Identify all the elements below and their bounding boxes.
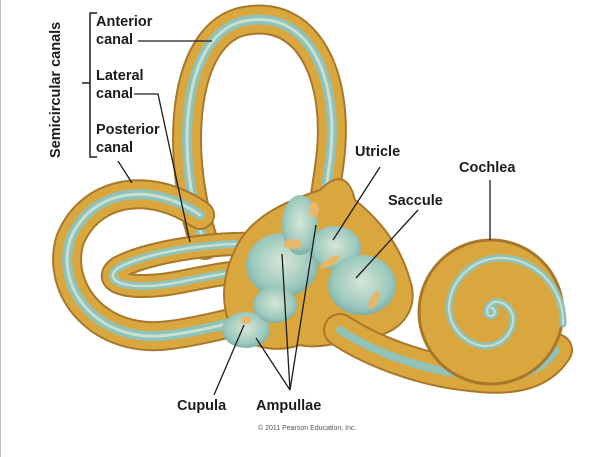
leader-ampulla-2: [281, 253, 291, 391]
leader-cupula: [213, 324, 245, 396]
lateral-canal: [101, 231, 282, 299]
utricle-label: Utricle: [355, 144, 401, 160]
anterior-canal-label: Anterior canal: [96, 13, 152, 49]
posterior-canal-label-line2: canal: [96, 140, 134, 156]
posterior-canal: [52, 179, 265, 352]
leader-ampulla-3: [289, 224, 317, 391]
anterior-canal-label-line2: canal: [96, 32, 134, 48]
leader-utricle: [332, 166, 381, 241]
leader-lines: [117, 40, 491, 396]
leader-lateral: [134, 93, 191, 243]
image-left-border: [0, 0, 1, 457]
lateral-canal-label-line1: Lateral: [96, 68, 144, 84]
leader-saccule: [355, 209, 419, 279]
ampullae-label: Ampullae: [256, 398, 322, 414]
lateral-canal-label: Lateral canal: [96, 67, 144, 103]
cochlea-label: Cochlea: [459, 160, 516, 176]
cupula-label: Cupula: [177, 398, 227, 414]
semicircular-canals-label: Semicircular canals: [48, 21, 64, 158]
cochlea: [417, 238, 567, 386]
leader-posterior: [117, 160, 133, 184]
lateral-canal-label-line2: canal: [96, 86, 134, 102]
copyright-notice: © 2011 Pearson Education, Inc.: [258, 425, 357, 432]
saccule-label: Saccule: [388, 193, 443, 209]
anterior-canal-label-line1: Anterior: [96, 14, 153, 30]
leader-ampulla-1: [255, 337, 291, 391]
posterior-canal-label: Posterior canal: [96, 121, 160, 157]
vestibule: [222, 178, 414, 350]
semicircular-canals-bracket: [82, 12, 97, 158]
posterior-canal-label-line1: Posterior: [96, 122, 160, 138]
